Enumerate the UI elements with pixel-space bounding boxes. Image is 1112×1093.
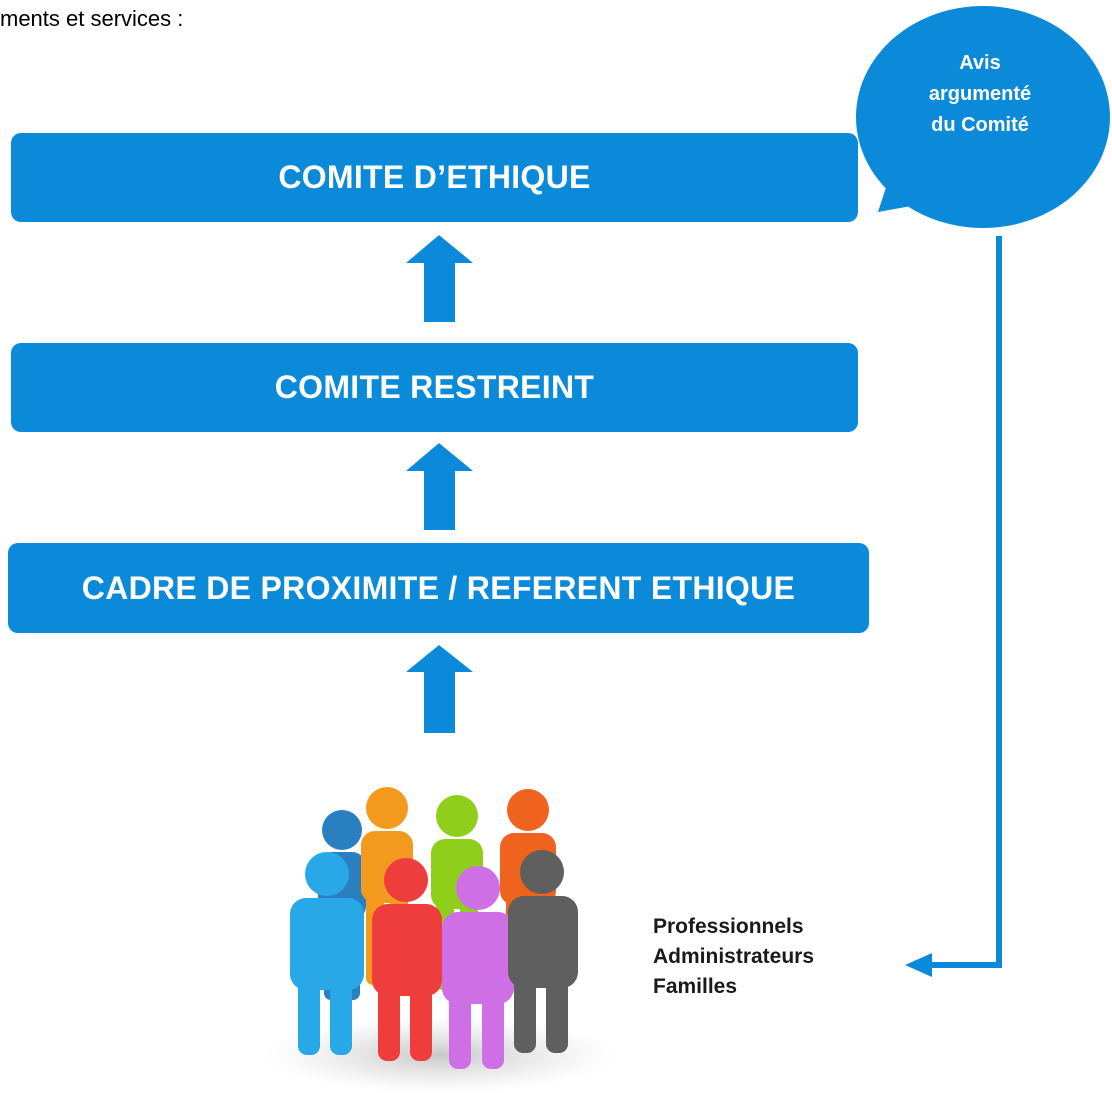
feedback-arrow-icon	[905, 236, 1002, 977]
person-icon	[508, 850, 578, 1053]
person-icon	[290, 852, 364, 1055]
stakeholder-administrateurs: Administrateurs	[653, 945, 815, 968]
cadre-proximite-label: CADRE DE PROXIMITE / REFERENT ETHIQUE	[81, 569, 796, 606]
cadre-proximite-box: CADRE DE PROXIMITE / REFERENT ETHIQUE	[8, 543, 869, 633]
up-arrow-icon	[406, 235, 473, 322]
stakeholder-familles: Familles	[653, 975, 738, 998]
comite-restreint-label: COMITE RESTREINT	[274, 369, 595, 405]
bubble-line-3: du Comité	[931, 114, 1029, 136]
stakeholder-professionnels: Professionnels	[653, 915, 804, 938]
comite-restreint-box: COMITE RESTREINT	[11, 343, 858, 432]
comite-ethique-label: COMITE D’ETHIQUE	[278, 159, 591, 195]
comite-ethique-box: COMITE D’ETHIQUE	[11, 133, 858, 222]
intro-text: ments et services :	[0, 6, 184, 31]
up-arrow-icon	[406, 443, 473, 530]
person-icon	[442, 866, 514, 1069]
bubble-line-2: argumenté	[928, 83, 1032, 105]
bubble-line-1: Avis	[959, 52, 1001, 74]
person-icon	[372, 858, 442, 1061]
people-group-icon	[265, 787, 615, 1093]
bubble-text: Avis argumenté du Comité	[900, 48, 1060, 141]
up-arrow-icon	[406, 645, 473, 733]
speech-bubble-icon	[856, 6, 1110, 228]
stakeholders-list: Professionnels Administrateurs Familles	[653, 912, 814, 1002]
